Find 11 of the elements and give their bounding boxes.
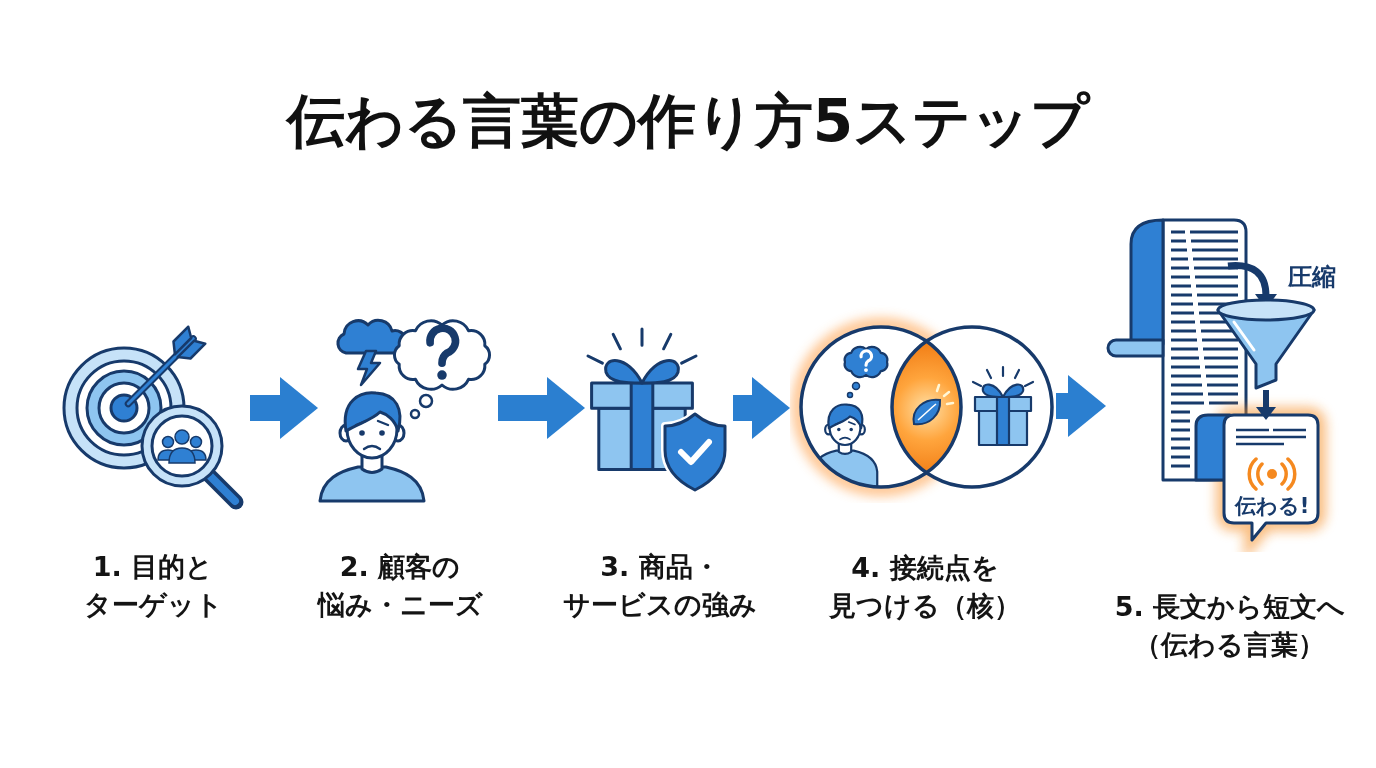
step-caption: 2. 顧客の悩み・ニーズ [317,550,483,622]
speech-bubble-text: 伝わる! [1234,493,1310,519]
step-caption: 1. 目的とターゲット [83,550,223,622]
arrow [733,377,790,439]
compress-label: 圧縮 [1288,264,1336,292]
step-caption: 4. 接続点を見つける（核） [829,551,1021,623]
title: 伝わる言葉の作り方5ステップ [286,86,1090,156]
arrow [498,377,585,439]
step-caption: 5. 長文から短文へ（伝わる言葉） [1114,590,1346,662]
arrow [250,377,318,439]
step-caption: 3. 商品・サービスの強み [563,550,757,622]
